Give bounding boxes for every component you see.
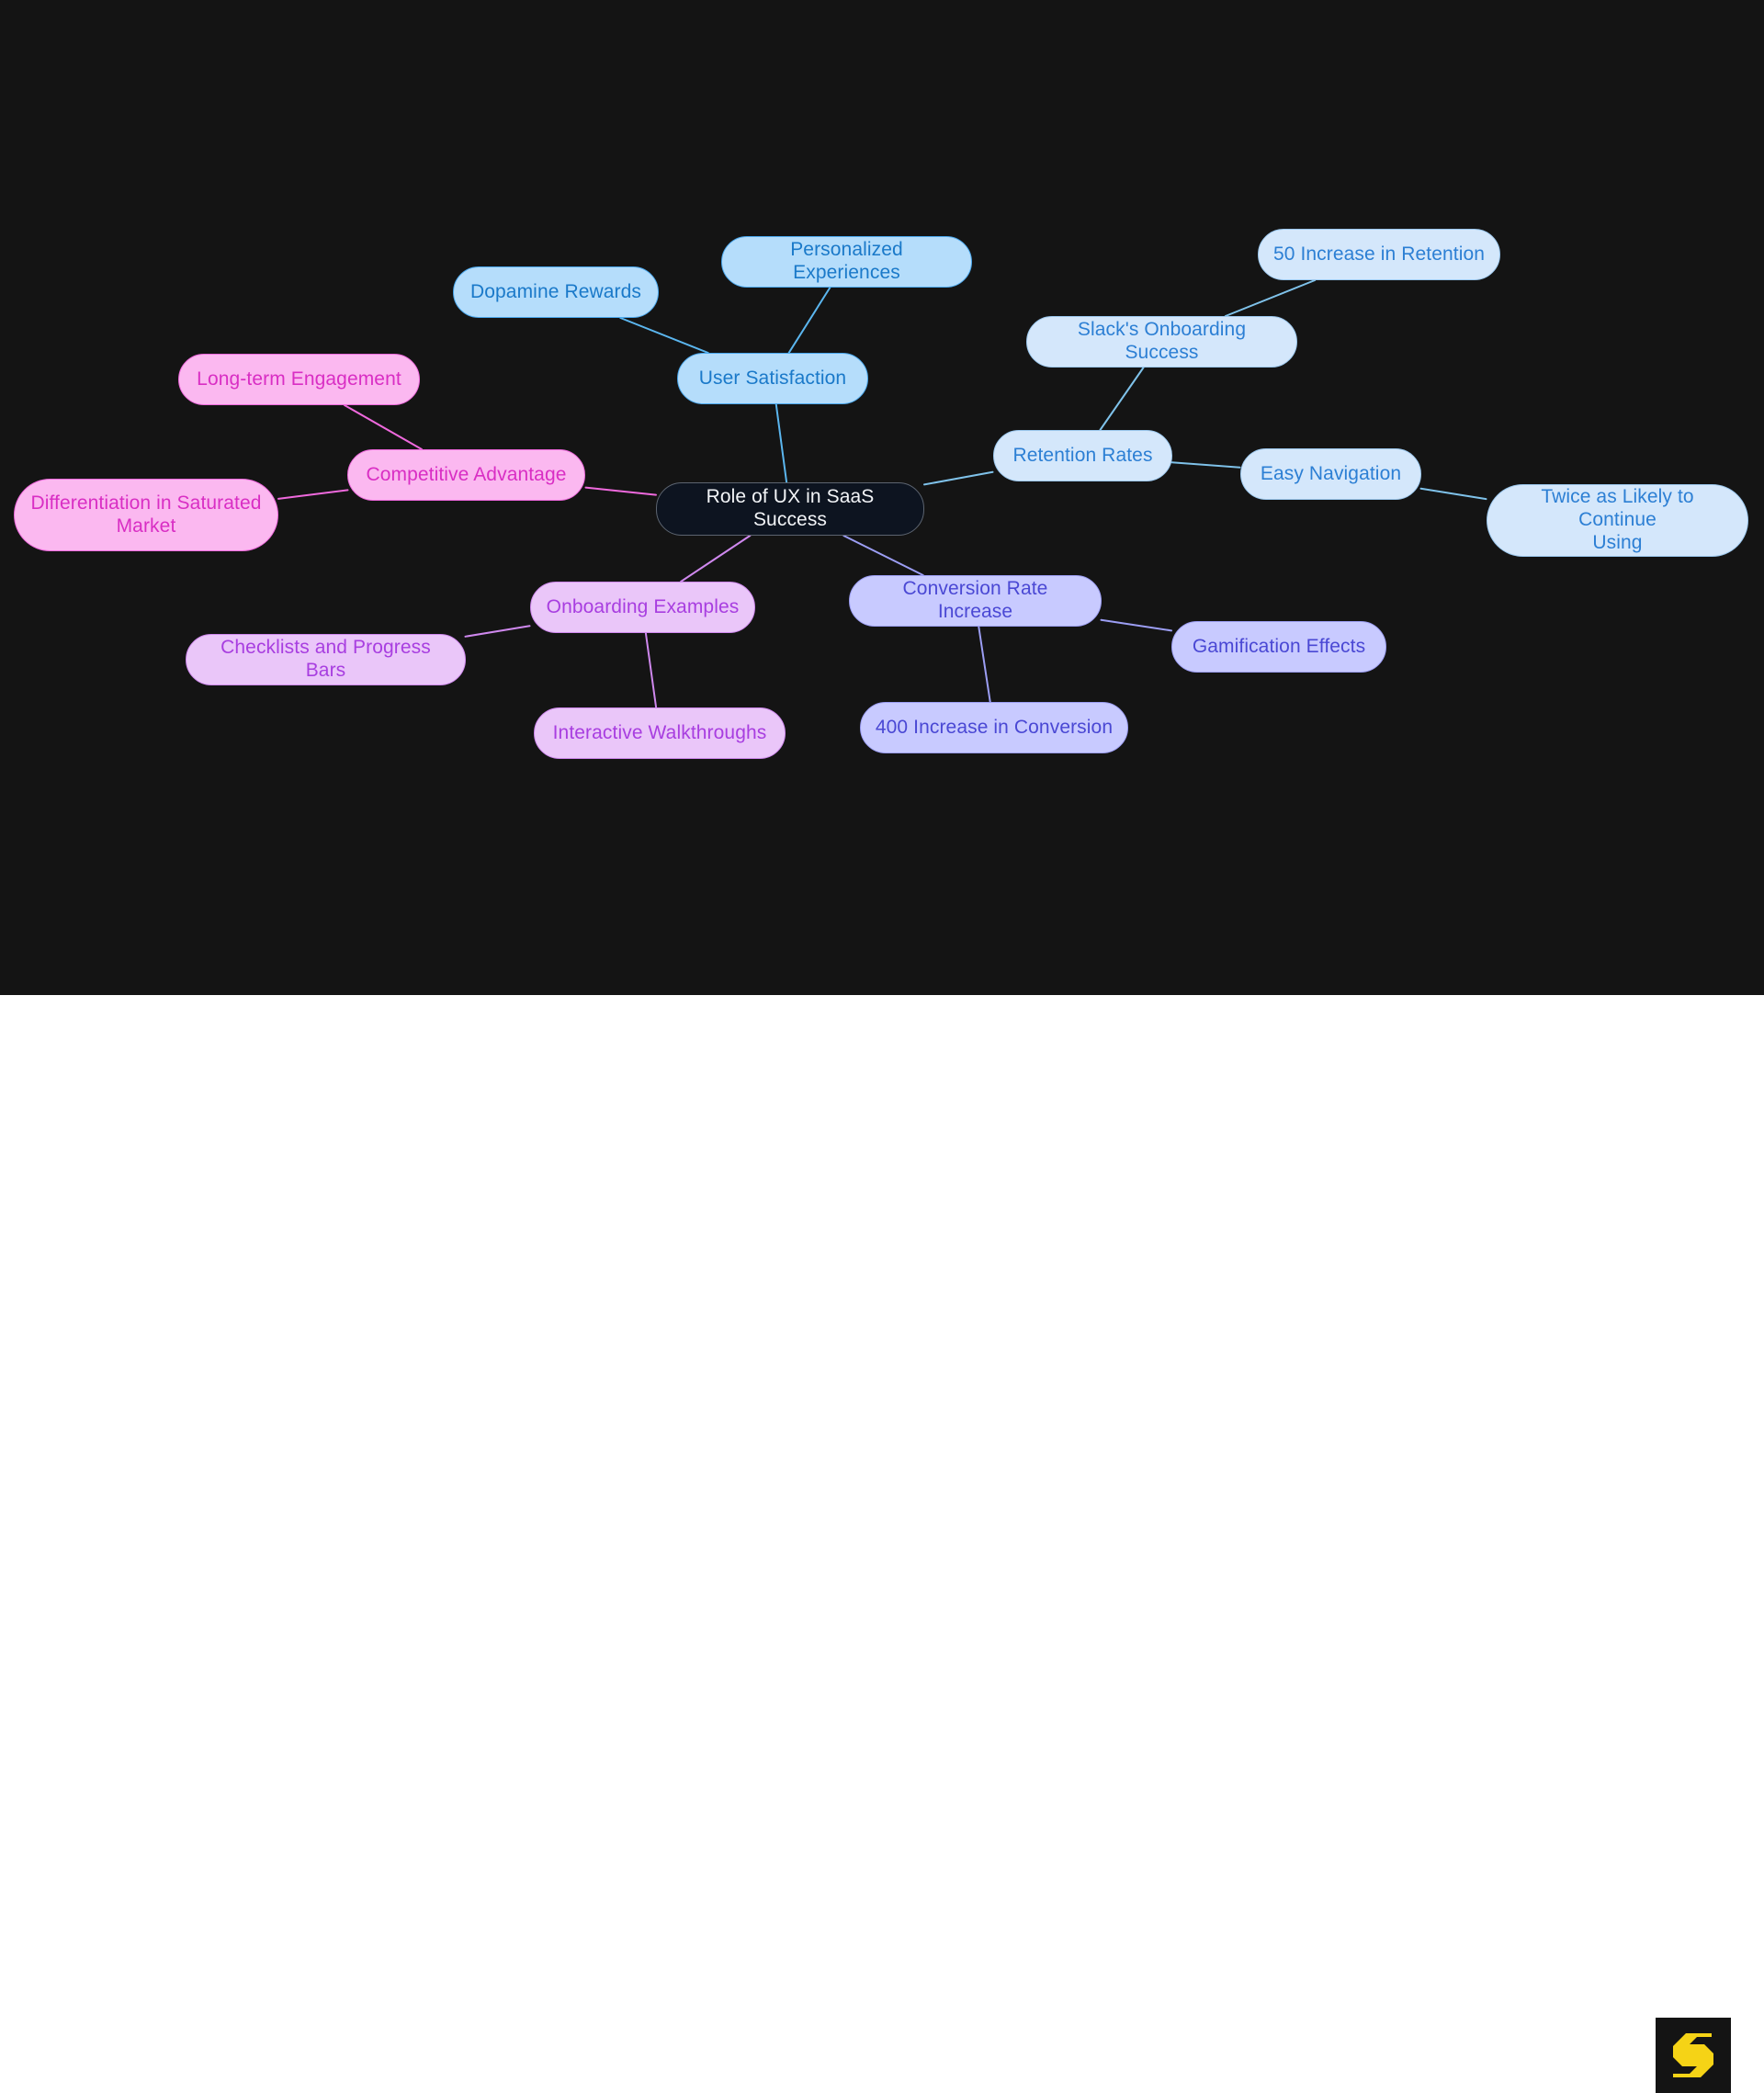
mindmap-edge xyxy=(978,626,991,703)
mindmap-node[interactable]: 50 Increase in Retention xyxy=(1258,229,1500,280)
mindmap-node[interactable]: Checklists and Progress Bars xyxy=(186,634,466,685)
mindmap-node[interactable]: User Satisfaction xyxy=(677,353,868,404)
mindmap-edge xyxy=(1224,279,1317,317)
mindmap-edge xyxy=(842,535,924,576)
mindmap-node[interactable]: Retention Rates xyxy=(993,430,1172,481)
mindmap-node[interactable]: Onboarding Examples xyxy=(530,582,755,633)
mindmap-node[interactable]: Twice as Likely to Continue Using xyxy=(1487,484,1748,557)
mindmap-edge xyxy=(1419,487,1487,501)
page-footer xyxy=(0,995,1764,2093)
mindmap-edge xyxy=(1170,461,1241,469)
mindmap-edge xyxy=(619,317,709,354)
mindmap-node[interactable]: Personalized Experiences xyxy=(721,236,972,288)
mindmap-node[interactable]: Differentiation in Saturated Market xyxy=(14,479,278,551)
mindmap-node[interactable]: Easy Navigation xyxy=(1240,448,1421,500)
mindmap-edge xyxy=(1099,367,1145,431)
mindmap-root-node[interactable]: Role of UX in SaaS Success xyxy=(656,482,924,536)
mindmap-edge xyxy=(787,287,831,354)
mindmap-edge xyxy=(923,470,994,486)
edge-layer xyxy=(277,279,1487,708)
mindmap-node[interactable]: Conversion Rate Increase xyxy=(849,575,1102,627)
mindmap-edge xyxy=(464,625,531,638)
mindmap-node[interactable]: Gamification Effects xyxy=(1171,621,1386,673)
mindmap-edge xyxy=(775,403,788,483)
mindmap-edge xyxy=(277,489,349,500)
mindmap-edge xyxy=(644,632,658,708)
logo-s-glyph xyxy=(1673,2033,1713,2077)
mindmap-node[interactable]: Dopamine Rewards xyxy=(453,266,659,318)
mindmap-node[interactable]: Slack's Onboarding Success xyxy=(1026,316,1297,368)
mindmap-node[interactable]: Competitive Advantage xyxy=(347,449,585,501)
mindmap-canvas[interactable]: Role of UX in SaaS Success User Satisfact… xyxy=(0,0,1764,995)
mindmap-edge xyxy=(584,486,657,496)
mindmap-edge xyxy=(680,535,752,583)
studio-s-logo[interactable] xyxy=(1656,2018,1731,2093)
mindmap-node[interactable]: Interactive Walkthroughs xyxy=(534,707,786,759)
mindmap-node[interactable]: Long-term Engagement xyxy=(178,354,420,405)
mindmap-node[interactable]: 400 Increase in Conversion xyxy=(860,702,1128,753)
mindmap-edge xyxy=(344,404,423,450)
mindmap-edge xyxy=(1100,618,1172,632)
